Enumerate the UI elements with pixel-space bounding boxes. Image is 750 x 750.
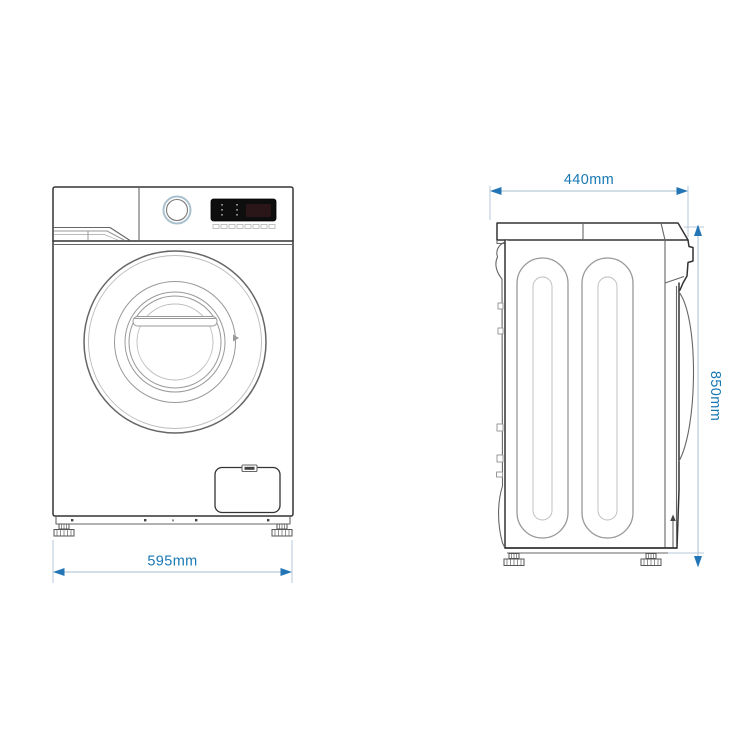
panel-button (252, 224, 260, 229)
panel-button (220, 224, 228, 229)
side-lid (496, 222, 689, 245)
front-view (52, 186, 294, 537)
panel-button (228, 224, 236, 229)
door-glass (136, 303, 214, 381)
filter-door (214, 464, 281, 514)
side-base (503, 547, 678, 566)
side-panel-grooves (516, 257, 634, 539)
program-knob (162, 195, 192, 225)
arrow-right-icon (676, 187, 688, 195)
door-open-marker (233, 334, 239, 342)
arrow-up-icon (694, 224, 702, 236)
door-inner-ring (114, 281, 236, 403)
knob-profile (679, 239, 694, 291)
digit-display (246, 204, 271, 217)
depth-dimension: 440mm (489, 172, 689, 237)
door-bulge (677, 290, 695, 463)
door-handle (132, 316, 218, 327)
panel-button (268, 224, 276, 229)
width-dimension-label: 595mm (147, 554, 197, 570)
foot-leader (670, 514, 676, 548)
arrow-left-icon (53, 568, 65, 576)
panel-button (244, 224, 252, 229)
door-assembly (83, 250, 267, 434)
height-dimension: 850mm (668, 224, 723, 568)
width-dimension: 595mm (52, 540, 293, 583)
door-outer-ring (83, 250, 267, 434)
height-dimension-label: 850mm (707, 371, 723, 421)
arrow-down-icon (694, 556, 702, 568)
side-view (495, 222, 695, 566)
front-base (53, 515, 293, 537)
panel-button (260, 224, 268, 229)
panel-button (212, 224, 220, 229)
arrow-right-icon (280, 568, 292, 576)
detergent-drawer (53, 226, 131, 241)
side-cabinet (495, 239, 695, 549)
panel-button (236, 224, 244, 229)
depth-dimension-label: 440mm (564, 172, 614, 188)
arrow-left-icon (490, 187, 502, 195)
button-strip (212, 224, 276, 229)
rear-edge (495, 241, 506, 549)
display-panel (210, 198, 277, 222)
